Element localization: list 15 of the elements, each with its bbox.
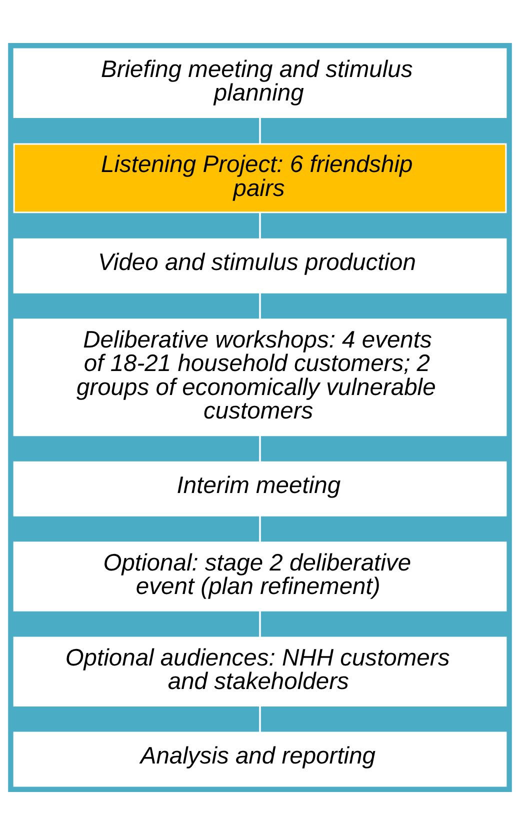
connector — [259, 292, 261, 319]
node-box: Interim meeting — [13, 460, 507, 516]
node-box: Briefing meeting and stimulus planning — [13, 48, 507, 118]
connector — [259, 212, 261, 238]
connector — [259, 116, 261, 143]
connector — [259, 435, 261, 462]
node-box: Listening Project: 6 friendship pairs — [13, 142, 507, 213]
node-box: Video and stimulus production — [13, 238, 507, 293]
node-box: Analysis and reporting — [13, 731, 507, 786]
connector — [259, 515, 261, 542]
node-box: Deliberative workshops: 4 events of 18-21 household customers; 2 groups of economically vulnerable customers — [13, 318, 507, 436]
node-box: Optional audiences: NHH customers and stakeholders — [13, 636, 507, 706]
connector — [259, 610, 261, 636]
connector — [259, 706, 261, 732]
node-box: Optional: stage 2 deliberative event (plan refinement) — [13, 541, 507, 611]
